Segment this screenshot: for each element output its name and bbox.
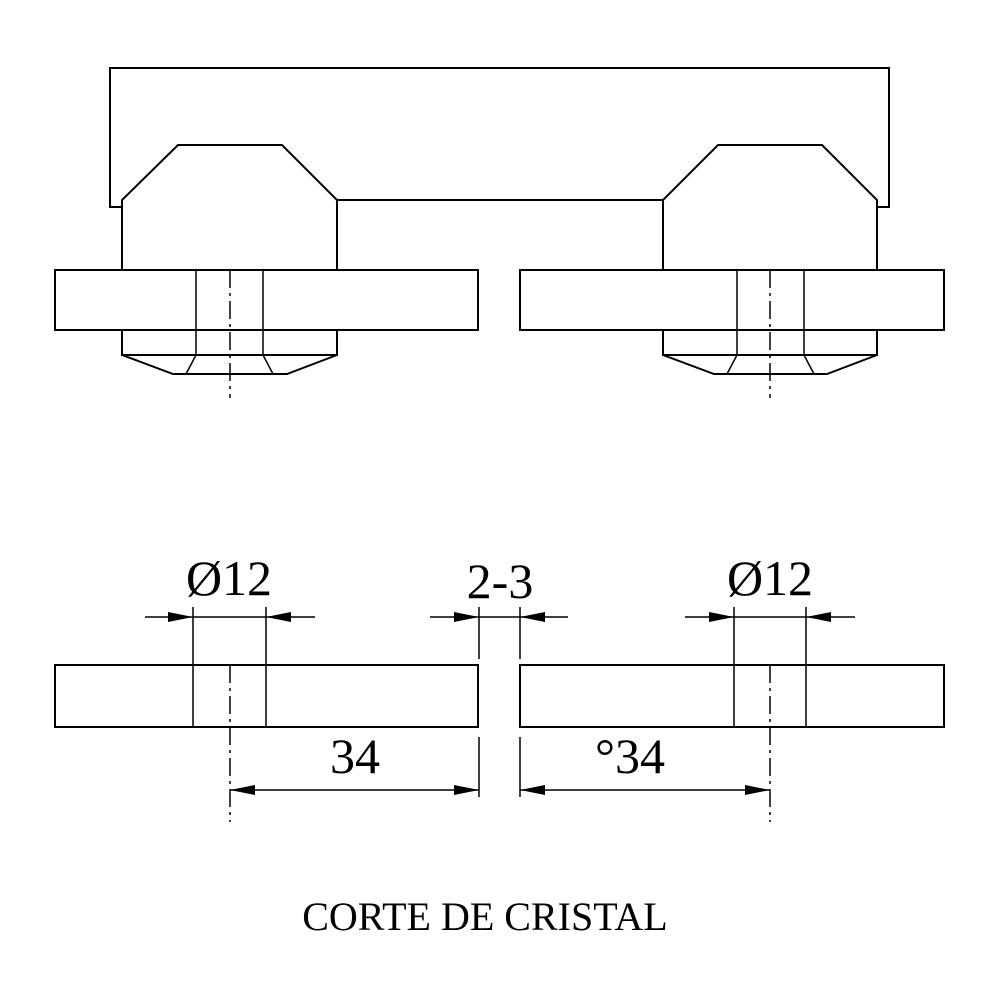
dim-label-hole-right: Ø12 — [727, 550, 813, 606]
dim-gap: 2-3 — [430, 553, 568, 622]
left-glass-panel — [54, 269, 479, 331]
arrow-icon — [454, 612, 479, 622]
arrow-icon — [266, 612, 291, 622]
dim-label-offset-right: °34 — [595, 728, 665, 784]
left-nut-bevel — [185, 354, 274, 375]
dim-label-offset-left: 34 — [330, 728, 380, 784]
dim-offset-right: °34 — [520, 728, 770, 795]
right-fitting — [519, 144, 945, 398]
right-glass-panel — [519, 269, 945, 331]
arrow-icon — [709, 612, 734, 622]
dim-hole-right: Ø12 — [685, 550, 855, 622]
drawing-title: CORTE DE CRISTAL — [302, 894, 668, 939]
left-fitting-head — [121, 144, 338, 270]
dim-label-hole-left: Ø12 — [186, 550, 272, 606]
arrow-icon — [454, 785, 479, 795]
dim-hole-left: Ø12 — [145, 550, 315, 622]
right-glass-section — [519, 664, 945, 728]
dim-offset-left: 34 — [230, 728, 479, 795]
right-nut-bevel — [726, 354, 815, 375]
left-fitting — [54, 144, 479, 398]
arrow-icon — [806, 612, 831, 622]
arrow-icon — [520, 785, 545, 795]
right-fitting-head — [662, 144, 878, 270]
arrow-icon — [745, 785, 770, 795]
arrow-icon — [520, 612, 545, 622]
bracket-frame — [109, 67, 890, 208]
arrow-icon — [168, 612, 193, 622]
arrow-icon — [230, 785, 255, 795]
assembly-view — [54, 67, 945, 398]
glass-cut-view: Ø12 2-3 Ø12 34 °34 — [54, 550, 945, 822]
dim-label-gap: 2-3 — [467, 553, 534, 609]
